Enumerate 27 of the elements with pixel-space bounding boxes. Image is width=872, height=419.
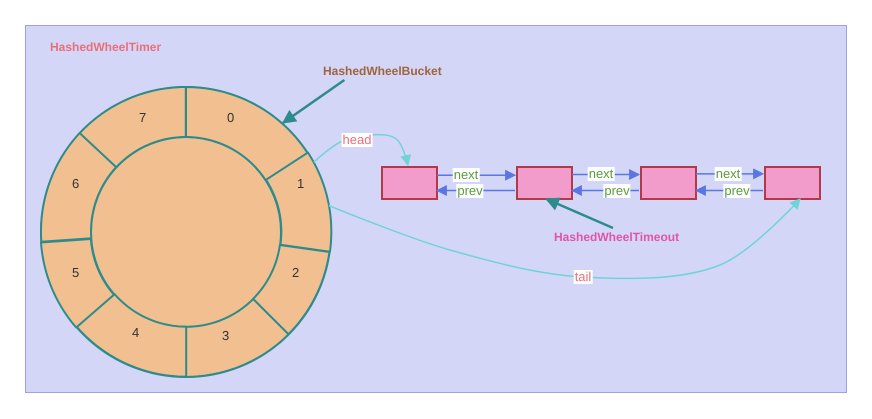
edge-label: head — [342, 133, 372, 147]
edge-label: prev — [603, 184, 631, 198]
container-title: HashedWheelTimer — [50, 40, 162, 54]
edge-label: next — [714, 167, 742, 181]
edge-label: next — [588, 167, 614, 181]
list-entry-box — [381, 166, 438, 200]
list-entry-box — [640, 166, 697, 200]
edge-label: prev — [456, 184, 484, 198]
slot-number: 1 — [296, 176, 304, 191]
list-entry-box — [764, 166, 821, 200]
edge-label: next — [452, 168, 480, 182]
slot-number: 2 — [292, 264, 300, 280]
container-panel — [25, 25, 847, 393]
pointer-arrow — [545, 198, 614, 230]
edge-label: tail — [574, 270, 592, 284]
slot-number: 6 — [72, 176, 80, 191]
list-entry-box — [516, 166, 573, 200]
slot-number: 3 — [222, 328, 230, 343]
class-name-label: HashedWheelTimeout — [554, 230, 680, 244]
slot-number: 7 — [138, 110, 146, 125]
class-name-label: HashedWheelBucket — [323, 64, 442, 78]
slot-number: 5 — [72, 264, 80, 280]
link-arrow — [328, 198, 801, 280]
slot-number: 0 — [227, 110, 234, 125]
pointer-arrow — [282, 78, 346, 124]
slot-number: 4 — [132, 324, 140, 340]
edge-label: prev — [723, 184, 751, 198]
